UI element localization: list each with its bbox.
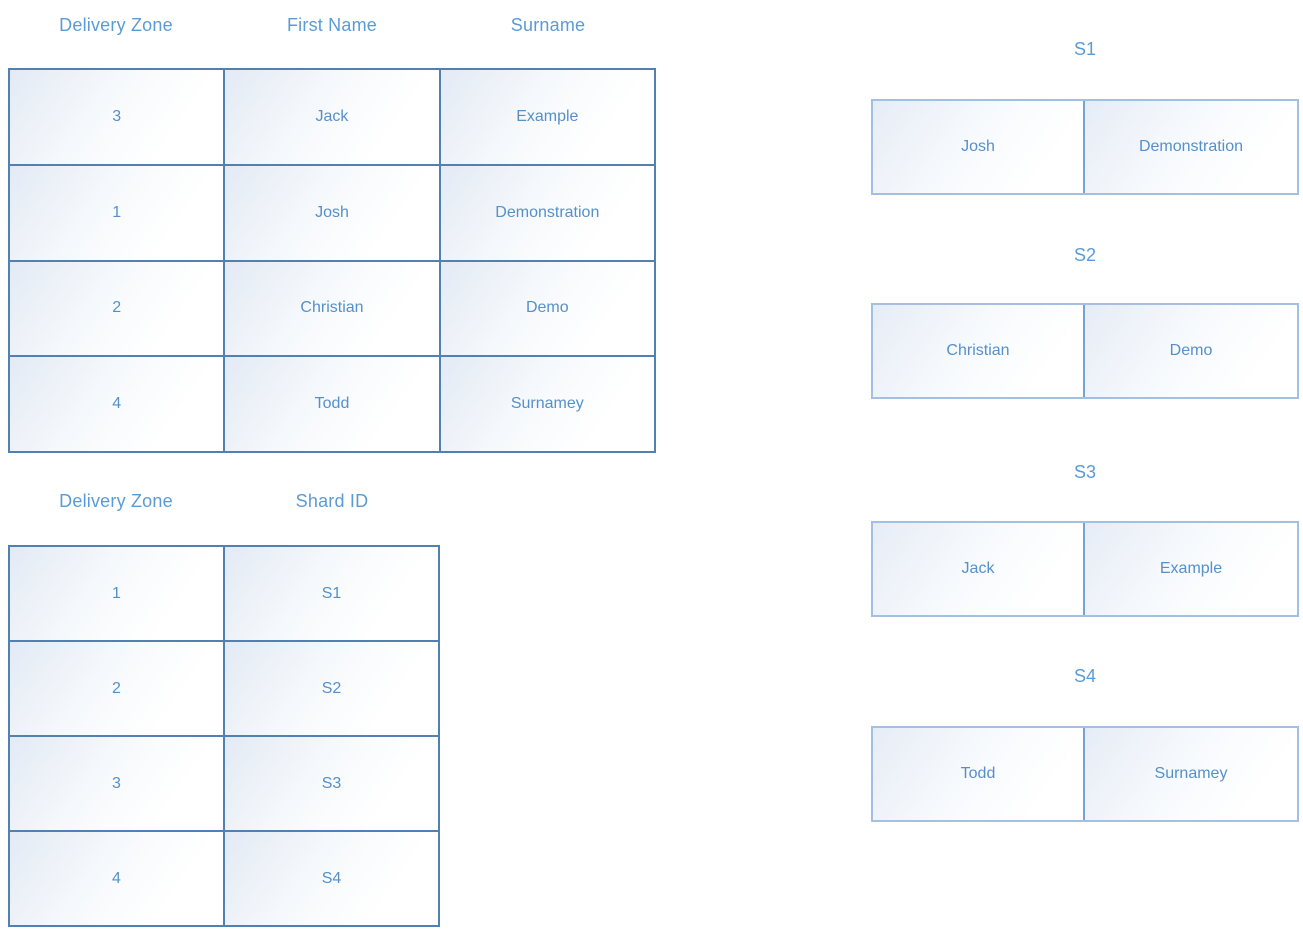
lookup-table-headers: Delivery Zone Shard ID (8, 488, 440, 514)
table-cell: S4 (224, 831, 439, 926)
table-cell: Josh (224, 164, 440, 261)
table-cell: S2 (224, 641, 439, 736)
shard-cell: Example (1085, 523, 1297, 615)
table-cell: Jack (224, 69, 440, 165)
table-cell: Surnamey (439, 356, 655, 452)
shard-cell: Josh (873, 101, 1085, 193)
shard-cell: Demonstration (1085, 101, 1297, 193)
table-cell: Demo (439, 260, 655, 357)
table-cell: 3 (9, 69, 225, 165)
shard-cell: Todd (873, 728, 1085, 820)
shard-s1-box: Josh Demonstration (871, 99, 1299, 195)
table-cell: 2 (9, 260, 225, 357)
table-cell: 1 (9, 164, 225, 261)
table-cell: 3 (9, 736, 224, 831)
table-cell: Todd (224, 356, 440, 452)
shard-s1-label: S1 (1073, 39, 1097, 59)
shard-cell: Christian (873, 305, 1085, 397)
shard-s2-box: Christian Demo (871, 303, 1299, 399)
shard-cell: Jack (873, 523, 1085, 615)
shard-cell: Surnamey (1085, 728, 1297, 820)
column-header-surname: Surname (510, 14, 586, 35)
shard-cell: Demo (1085, 305, 1297, 397)
shard-s2-label: S2 (1073, 245, 1097, 265)
table-cell: S1 (224, 546, 439, 641)
lookup-table: 1 S1 2 S2 3 S3 4 S4 (8, 545, 440, 927)
table-cell: Christian (224, 260, 440, 357)
column-header-shard-id: Shard ID (295, 490, 369, 511)
table-cell: S3 (224, 736, 439, 831)
table-cell: 2 (9, 641, 224, 736)
source-table: 3 Jack Example 1 Josh Demonstration 2 Ch… (8, 68, 656, 453)
table-cell: Example (439, 69, 655, 165)
column-header-delivery-zone: Delivery Zone (59, 490, 173, 511)
shard-s4-label: S4 (1073, 666, 1097, 686)
table-cell: 4 (9, 356, 225, 452)
column-header-delivery-zone: Delivery Zone (59, 14, 173, 35)
shard-s3-label: S3 (1073, 462, 1097, 482)
shard-s4-box: Todd Surnamey (871, 726, 1299, 822)
shard-s3-box: Jack Example (871, 521, 1299, 617)
table-cell: Demonstration (439, 164, 655, 261)
column-header-first-name: First Name (286, 14, 377, 35)
table-cell: 4 (9, 831, 224, 926)
source-table-headers: Delivery Zone First Name Surname (8, 12, 656, 38)
table-cell: 1 (9, 546, 224, 641)
